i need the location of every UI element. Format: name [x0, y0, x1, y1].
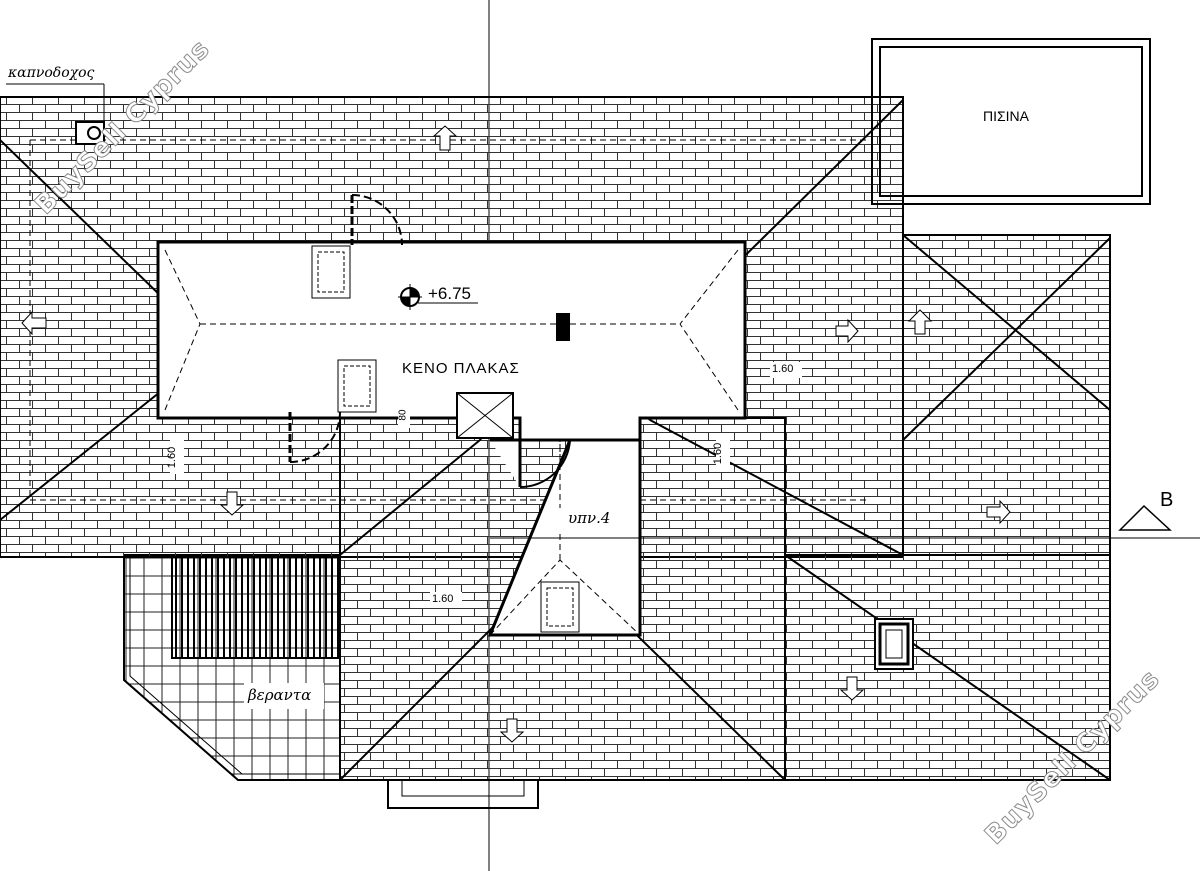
section-marker-label: B [1160, 489, 1174, 511]
upper-flat-dashed-hip [164, 249, 739, 411]
pergola-slats [171, 555, 339, 659]
upper-flat-area [156, 240, 747, 442]
east-roof [902, 234, 1111, 556]
ridge-vent [556, 313, 570, 341]
bay-window-inner [401, 780, 525, 797]
section-marker-triangle [1118, 504, 1172, 531]
slab-void-box [456, 392, 514, 439]
pool-outline [871, 38, 1151, 205]
dimension-label: 80 [397, 409, 409, 421]
roof-window [874, 618, 914, 670]
dimension-label: 1.60 [432, 593, 454, 605]
slope-arrows [21, 125, 1011, 743]
dimension-label: 1.60 [166, 446, 179, 469]
skylights [311, 245, 580, 633]
veranda-outline-inner [129, 555, 340, 775]
level-marker [398, 284, 478, 310]
pool-label: ΠΙΣΙΝΑ [983, 108, 1029, 124]
bedroom-4-dashed-hip [489, 440, 641, 636]
slab-void-label: ΚΕΝΟ ΠΛΑΚΑΣ [402, 360, 520, 377]
dimension-masks [4, 64, 1070, 608]
dimension-label: 1.60 [712, 442, 725, 465]
veranda-label: βεραντα [248, 686, 312, 704]
chimney-label: καπνοδοχος [8, 65, 95, 81]
bay-window [387, 780, 539, 809]
level-label: +6.75 [428, 284, 472, 303]
door-swings [288, 194, 571, 489]
dimension-label: 1.60 [772, 363, 794, 375]
bedroom-4-label: υπν.4 [568, 509, 611, 527]
veranda-label-mask [244, 683, 324, 709]
chimney-symbol [6, 83, 105, 145]
